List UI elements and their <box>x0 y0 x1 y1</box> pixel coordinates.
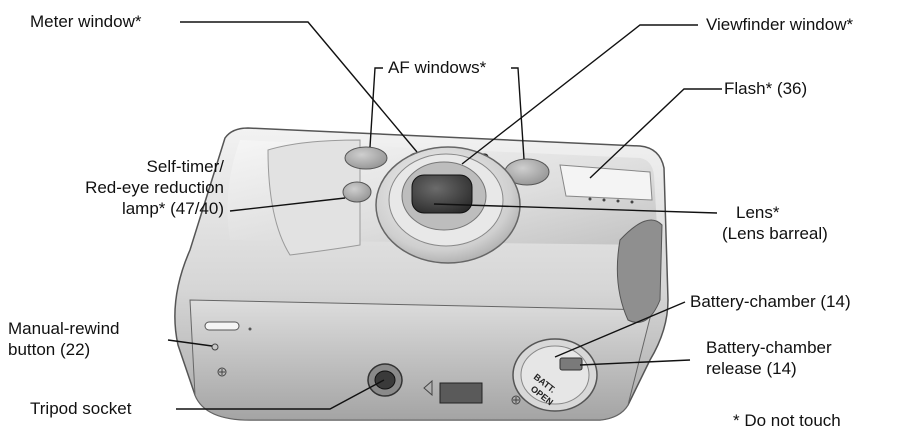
bottom-details: BATT. OPEN <box>204 321 598 412</box>
label-battery-release-line-1: Battery-chamber <box>706 338 832 357</box>
label-lens-line-2: (Lens barreal) <box>722 224 828 243</box>
label-self-timer-line-2: Red-eye reduction <box>85 178 224 197</box>
label-tripod-socket: Tripod socket <box>30 399 132 418</box>
label-battery-release: Battery-chamber release (14) <box>706 337 832 379</box>
label-lens: Lens* (Lens barreal) <box>722 202 872 244</box>
self-timer-lamp-shape <box>342 181 372 203</box>
camera-body <box>174 127 669 421</box>
label-flash: Flash* (36) <box>724 79 808 98</box>
label-viewfinder-window: Viewfinder window* <box>706 15 854 34</box>
label-do-not-touch: * Do not touch <box>733 411 841 430</box>
label-battery-release-line-2: release (14) <box>706 359 797 378</box>
leader-tripod <box>176 379 385 410</box>
label-battery-chamber: Battery-chamber (14) <box>690 292 851 311</box>
meter-window-shape <box>344 146 388 170</box>
label-meter-window: Meter window* <box>30 12 142 31</box>
leader-viewfinder <box>461 24 698 165</box>
leader-lens <box>433 203 718 214</box>
label-self-timer-line-1: Self-timer/ <box>146 157 224 176</box>
label-manual-rewind-line-1: Manual-rewind <box>8 319 120 338</box>
leader-af-right <box>511 67 525 160</box>
label-self-timer: Self-timer/ Red-eye reduction lamp* (47/… <box>20 156 224 219</box>
leader-self-timer <box>229 197 346 212</box>
label-lens-line-1: Lens* <box>736 203 780 222</box>
label-self-timer-line-3: lamp* (47/40) <box>121 199 224 218</box>
leader-af-left <box>369 67 383 148</box>
leader-battery-chamber <box>554 301 686 358</box>
leader-flash <box>589 88 722 179</box>
leader-battery-release <box>579 359 691 366</box>
leader-meter-window <box>180 21 418 153</box>
leader-lines <box>167 21 722 410</box>
label-af-windows: AF windows* <box>388 58 487 77</box>
leader-manual-rewind <box>167 339 213 347</box>
label-manual-rewind-line-2: button (22) <box>8 340 91 359</box>
label-manual-rewind: Manual-rewind button (22) <box>8 318 120 360</box>
